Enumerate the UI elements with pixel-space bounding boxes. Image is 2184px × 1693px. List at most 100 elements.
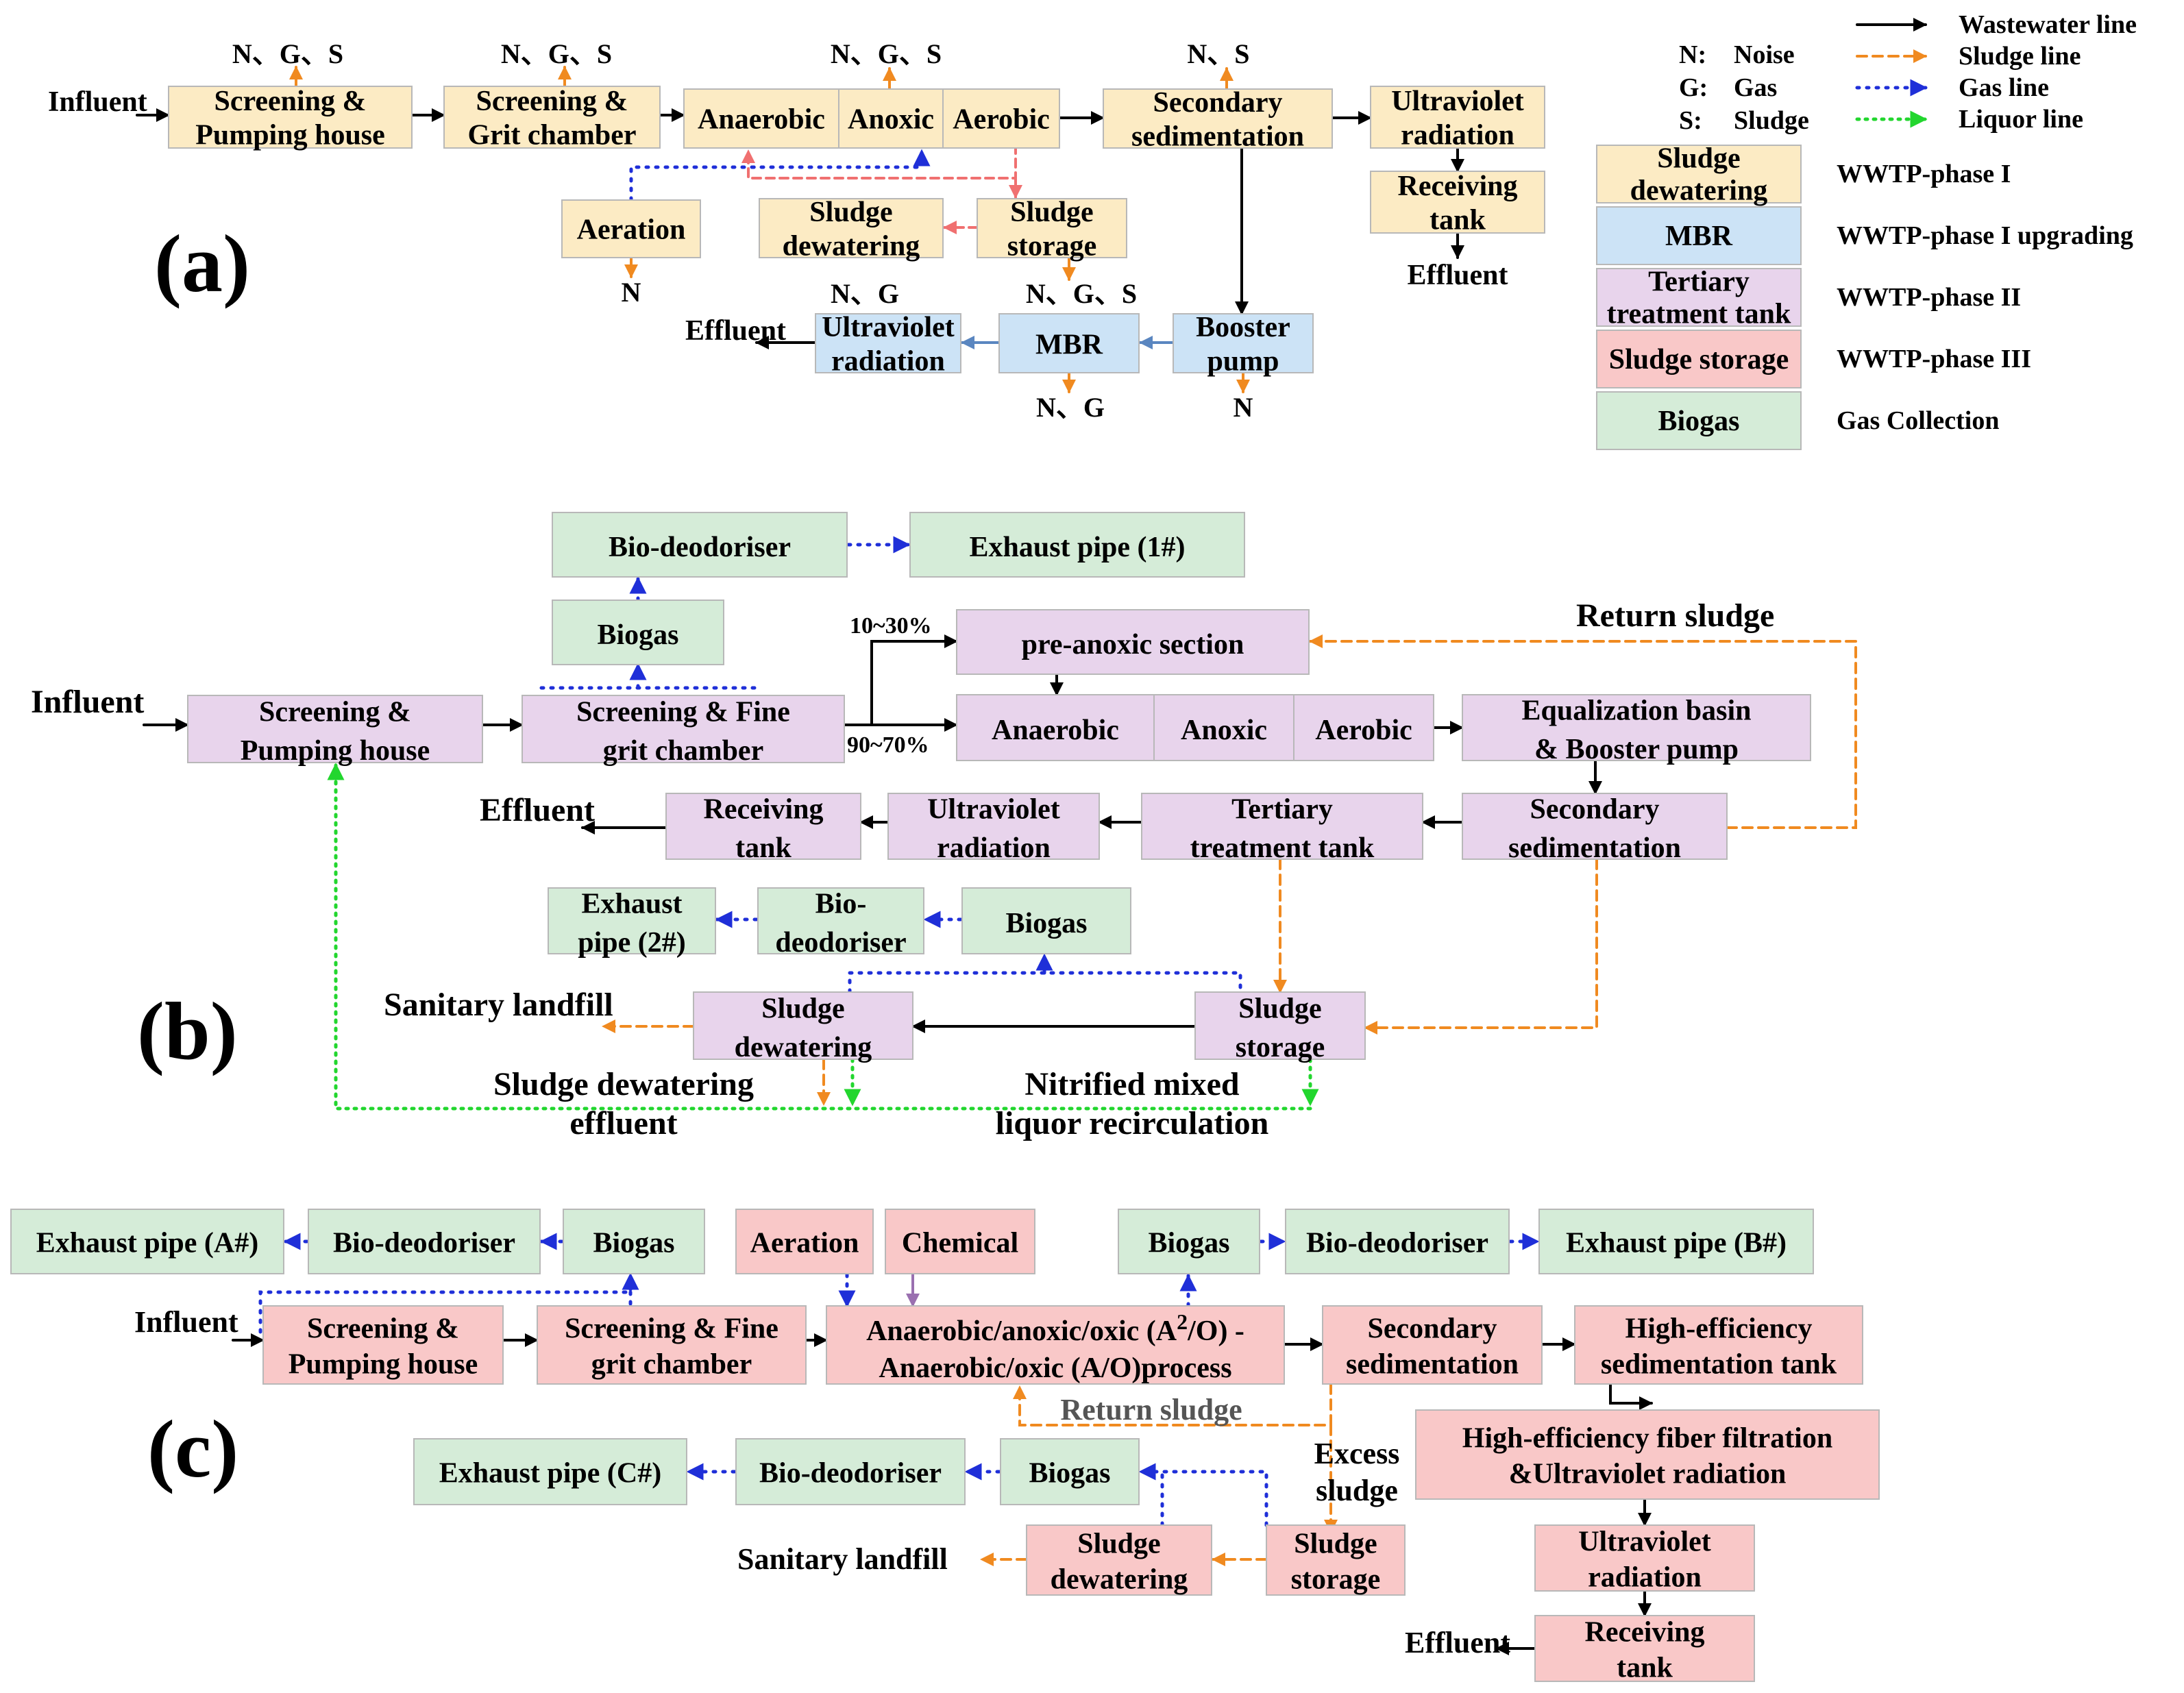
panel-label-a: (a) (154, 218, 250, 309)
legend-phase-label: WWTP-phase I (1837, 160, 2011, 188)
b-biodeo-top-box-rect (552, 512, 848, 578)
legend-phase-label: WWTP-phase I upgrading (1837, 221, 2133, 250)
b-receiving-box-label: tank (735, 832, 792, 864)
b-biogas2-box-rect (961, 887, 1131, 954)
b-equalization-box-label: Equalization basin (1522, 695, 1752, 726)
legend-phase-swatch-2-label: treatment tank (1607, 299, 1791, 330)
c-biogasA-box-label: Biogas (593, 1227, 674, 1259)
c-chemical-box-rect (885, 1209, 1035, 1274)
b-screen-pump-box: Screening &Pumping house (187, 695, 483, 767)
b-anoxic-box-label: Anoxic (1181, 715, 1267, 746)
b-sanitary-label: Sanitary landfill (384, 987, 613, 1023)
b-dewater-effluent-2: effluent (569, 1105, 677, 1141)
c-screen-fine-box-label: grit chamber (591, 1348, 752, 1380)
legend-phase-swatch-2-label: Tertiary (1648, 266, 1750, 297)
b-screen-pump-box-label: Pumping house (241, 735, 430, 767)
c-biogasB-box-label: Biogas (1148, 1227, 1229, 1259)
a-aeration-box-rect (561, 199, 701, 258)
a-effluent-2-label: Effluent (685, 315, 786, 347)
b-exhaust1-box-label: Exhaust pipe (1#) (969, 532, 1185, 563)
b-anaerobic-box-rect (956, 694, 1155, 761)
c-chemical-box: Chemical (885, 1209, 1035, 1274)
c-high-sed-box-label: High-efficiency (1625, 1313, 1813, 1344)
b-anoxic-box-rect (1153, 694, 1295, 761)
b-uv-box-rect (887, 793, 1100, 860)
c-biogasC-box: Biogas (1000, 1438, 1140, 1505)
b-screen-fine-box-rect (522, 695, 845, 763)
b-screen-fine-box-label: Screening & Fine (576, 696, 790, 728)
b-nitrified-1: Nitrified mixed (1024, 1066, 1240, 1102)
c-aeration-box-label: Aeration (750, 1227, 859, 1259)
c-sludge-dewatering-box-label: dewatering (1051, 1564, 1188, 1595)
legend-phase-swatch-0-rect (1596, 145, 1802, 203)
c-biodeoA-box: Bio-deodoriser (308, 1209, 541, 1274)
a-uv-box-rect (1370, 86, 1545, 149)
legend-abbrev-key: G: (1679, 73, 1708, 102)
legend-phase-swatch-3-label: Sludge storage (1609, 344, 1789, 375)
a-anaerobic-box-label: Anaerobic (698, 104, 825, 136)
a-aerobic-box-label: Aerobic (953, 104, 1050, 136)
c-biodeoC-box-rect (735, 1438, 966, 1505)
c-uv-box-label: radiation (1588, 1561, 1702, 1593)
b-biodeo-top-box-label: Bio-deodoriser (609, 532, 791, 563)
legend-line-label-liquor: Liquor line (1959, 105, 2083, 134)
b-screen-fine-box-label: grit chamber (603, 735, 763, 767)
b-exhaust1-box-rect (909, 512, 1245, 578)
c-sludge-storage-box-label: storage (1291, 1564, 1381, 1595)
a-booster-box-label: Booster (1196, 312, 1290, 343)
b-exhaust2-box-rect (548, 887, 716, 954)
b-tertiary-box-label: Tertiary (1231, 793, 1333, 825)
c-biodeoC-box-label: Bio-deodoriser (759, 1457, 942, 1489)
b-equalization-box: Equalization basin& Booster pump (1462, 694, 1811, 765)
b-dewater-effluent-1: Sludge dewatering (493, 1066, 754, 1102)
c-screen-pump-box-label: Pumping house (289, 1348, 478, 1380)
c-receiving-box-rect (1534, 1615, 1755, 1682)
c-a2o-line2: Anaerobic/oxic (A/O)process (879, 1352, 1231, 1384)
b-anaerobic-box-label: Anaerobic (992, 715, 1119, 746)
a-receiving-box-label: tank (1430, 204, 1486, 236)
a-screening-pumping-box: Screening &Pumping house (168, 86, 413, 151)
legend-phase-swatch-4-rect (1596, 391, 1802, 450)
a-sludge-dewatering-box-label: dewatering (783, 230, 920, 262)
c-gas-storage (1138, 1463, 1268, 1527)
c-fiber-box: High-efficiency fiber filtration&Ultravi… (1415, 1409, 1880, 1500)
a-aeration-box-label: Aeration (577, 214, 686, 246)
b-secondary-box-label: sedimentation (1508, 832, 1681, 864)
a-aerobic-box: Aerobic (942, 88, 1060, 149)
a-influent-label: Influent (48, 86, 147, 118)
a-mbr-box-rect (998, 313, 1140, 373)
b-screen-fine-box: Screening & Fine grit chamber (522, 695, 845, 767)
legend-abbrev-text: Sludge (1734, 106, 1809, 135)
b-sec-to-storage (1364, 858, 1598, 1035)
c-biogasC-box-label: Biogas (1029, 1457, 1110, 1489)
a-ngs-3: N、G、S (831, 38, 942, 69)
b-sludge-storage-box-label: storage (1236, 1032, 1325, 1063)
a-ngs-2: N、G、S (501, 38, 612, 69)
c-biogasA-box-rect (563, 1209, 705, 1274)
b-sludge-dewatering-box-label: dewatering (735, 1032, 872, 1063)
c-biogasB-box-rect (1118, 1209, 1260, 1274)
c-biodeoC-box: Bio-deodoriser (735, 1438, 966, 1505)
a-screening-pumping-box-label: Pumping house (195, 119, 385, 151)
c-screen-pump-box-label: Screening & (307, 1313, 459, 1344)
legend-line-label-sludge: Sludge line (1959, 42, 2081, 71)
a-sludge-dewatering-box-rect (759, 198, 944, 258)
b-biodeo2-box-rect (757, 887, 924, 954)
b-nitrified-2: liquor recirculation (996, 1105, 1269, 1141)
c-excess-1: Excess (1314, 1437, 1400, 1470)
b-biogas2-box: Biogas (961, 887, 1131, 954)
b-biodeo2-box: Bio-deodoriser (757, 887, 924, 959)
b-biodeo-top-box: Bio-deodoriser (552, 512, 848, 578)
b-return-sludge-label: Return sludge (1576, 597, 1774, 634)
c-secondary-box-label: sedimentation (1346, 1348, 1519, 1380)
legend-line-label-wastewater: Wastewater line (1959, 10, 2137, 39)
a-screening-pumping-box-label: Screening & (214, 86, 366, 117)
c-a2o-line1: Anaerobic/anoxic/oxic (A2/O) - (866, 1309, 1244, 1347)
legend-phase-swatch-3: Sludge storage (1596, 330, 1802, 388)
